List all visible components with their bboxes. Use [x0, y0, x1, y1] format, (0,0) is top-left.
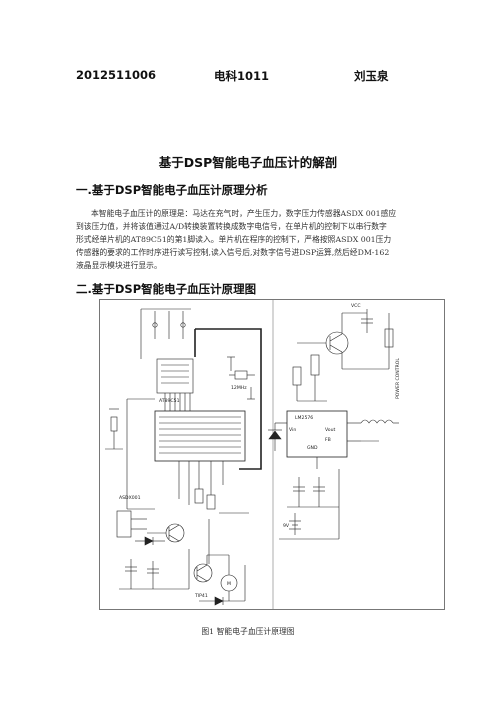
schematic-labels: AT89C51 ASDX001 LM2576 TIP41 POWER CONTR… — [119, 303, 401, 599]
mcu-label: AT89C51 — [159, 398, 180, 404]
paragraph-line: 液晶显示模块进行显示。 — [76, 261, 162, 270]
vcc-label: VCC — [351, 303, 361, 309]
section-2-heading: 二.基于DSP智能电子血压计原理图 — [76, 282, 257, 296]
figure-border — [99, 299, 445, 610]
fb-label: FB — [325, 437, 331, 443]
gnd-label: GND — [307, 445, 318, 451]
paragraph-line: 形式经单片机的AT89C51的第1脚读入。单片机在程序的控制下，严格按照ASDX… — [76, 235, 392, 244]
sensor-label: ASDX001 — [119, 495, 141, 501]
class-name: 电科1011 — [214, 69, 270, 83]
battery-label: 9V — [283, 523, 290, 529]
section-1-heading: 一.基于DSP智能电子血压计原理分析 — [76, 183, 268, 197]
figure-caption: 图1 智能电子血压计原理图 — [201, 627, 295, 636]
vout-label: Vout — [325, 427, 336, 433]
paragraph-line: 本智能电子血压计的原理是：马达在充气时，产生压力，数字压力传感器ASDX 001… — [91, 209, 397, 218]
circuit-schematic-figure: AT89C51 ASDX001 LM2576 TIP41 POWER CONTR… — [99, 299, 445, 610]
transistor-label: TIP41 — [194, 593, 208, 599]
paragraph-line: 传感器的要求的工作时序进行读写控制,读入信号后,对数字信号进DSP运算,然后经D… — [76, 248, 390, 257]
document-title: 基于DSP智能电子血压计的解剖 — [158, 155, 338, 170]
power-control-label: POWER CONTROL — [395, 358, 401, 399]
student-name: 刘玉泉 — [354, 69, 389, 83]
motor-label: M — [227, 581, 231, 587]
student-id: 2012511006 — [76, 68, 157, 82]
paragraph-line: 到该压力值，并将该值通过A/D转换装置转换成数字电信号，在单片机的控制下以串行数… — [76, 222, 387, 231]
vin-label: Vin — [289, 427, 296, 433]
section-1-paragraph: 本智能电子血压计的原理是：马达在充气时，产生压力，数字压力传感器ASDX 001… — [76, 207, 422, 272]
circuit-schematic: AT89C51 ASDX001 LM2576 TIP41 POWER CONTR… — [99, 299, 445, 610]
crystal-label: 12MHz — [231, 385, 247, 391]
regulator-label: LM2576 — [295, 415, 313, 421]
right-schematic — [268, 309, 399, 540]
left-schematic — [105, 308, 262, 606]
